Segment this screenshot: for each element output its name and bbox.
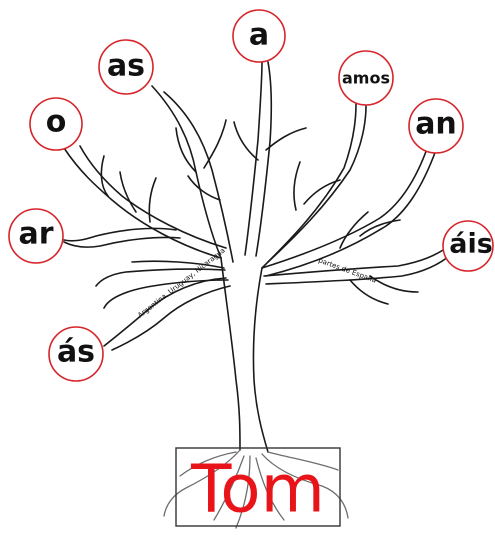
stem-box xyxy=(175,447,341,527)
left-branches xyxy=(63,119,231,351)
ending-as: as xyxy=(98,39,154,95)
tree-trunk xyxy=(151,61,367,453)
ending-as-voseo-label: ás xyxy=(57,335,95,370)
right-branches xyxy=(187,121,457,305)
tree-roots xyxy=(163,449,349,529)
ending-as-label: as xyxy=(107,49,145,84)
verb-stem: Tom xyxy=(190,451,325,528)
ending-as-voseo: ás xyxy=(48,326,104,382)
ending-an-label: an xyxy=(415,107,457,142)
branch-note-voseo: Argentina, Uruguay, Nicaragua xyxy=(136,247,226,320)
ending-amos-label: amos xyxy=(342,69,390,88)
ending-o: o xyxy=(29,97,83,151)
ending-o-label: o xyxy=(46,105,67,140)
ending-ais: áis xyxy=(442,220,494,272)
branch-note-voseo-group: Argentina, Uruguay, Nicaragua xyxy=(136,247,226,320)
ending-ar-label: ar xyxy=(18,217,53,252)
ending-an: an xyxy=(408,98,464,154)
ending-a: a xyxy=(232,9,286,63)
ending-amos: amos xyxy=(338,50,394,106)
ending-ar: ar xyxy=(8,208,64,264)
ending-a-label: a xyxy=(249,18,269,53)
ending-ais-label: áis xyxy=(449,229,493,260)
